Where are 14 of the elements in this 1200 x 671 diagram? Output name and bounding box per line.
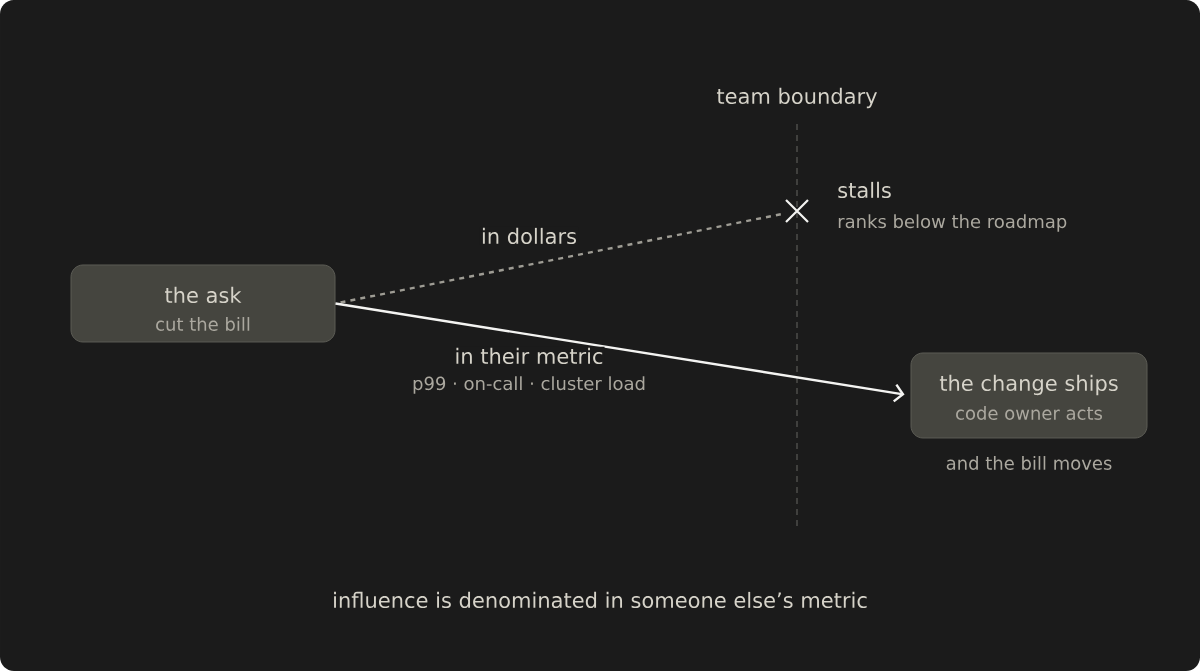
box-subtitle: cut the bill: [156, 317, 250, 331]
box-subtitle: code owner acts: [956, 406, 1103, 420]
outcome-note: and the bill moves: [946, 456, 1112, 470]
box-title: the change ships: [939, 374, 1118, 396]
status-note: ranks below the roadmap: [838, 214, 1067, 232]
boundary-label: team boundary: [716, 87, 877, 109]
caption: influence is denominated in someone else’s metric: [334, 591, 867, 609]
cross-mark: [784, 198, 810, 224]
status-label: stalls: [838, 181, 891, 199]
arrow: [335, 302, 905, 403]
edge-note: p99 · on-call · cluster load: [413, 376, 645, 394]
step-box: [70, 264, 336, 343]
step-box: [910, 352, 1148, 439]
box-title: the ask: [165, 286, 242, 304]
